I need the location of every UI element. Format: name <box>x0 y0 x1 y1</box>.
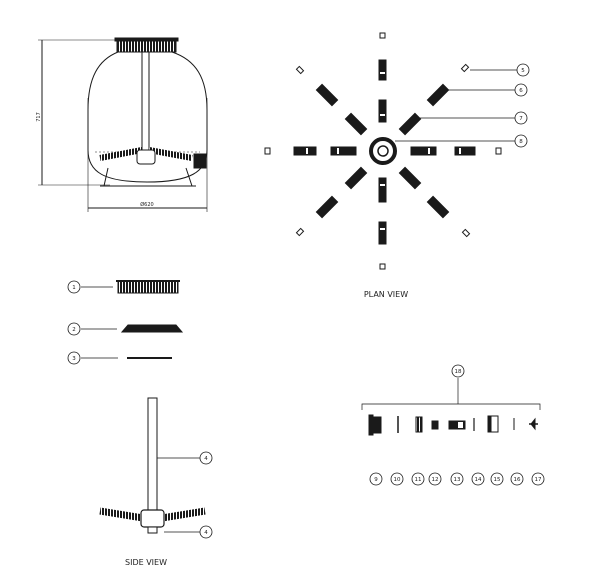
tank-base <box>103 167 193 187</box>
part-12 <box>431 420 439 430</box>
width-dimension-text: Ø620 <box>140 201 153 208</box>
height-dimension-text: 717 <box>36 112 42 122</box>
callout-4a-text: 4 <box>204 456 208 462</box>
callout-1-text: 1 <box>72 285 76 291</box>
side-lateral-left <box>99 507 144 522</box>
callout-3 <box>67 351 81 365</box>
callout-4a <box>199 451 213 465</box>
plan-lateral <box>378 177 387 203</box>
callout-17-text: 17 <box>535 477 542 483</box>
part-11 <box>415 416 423 433</box>
side-valve <box>193 153 207 169</box>
callout-6 <box>514 83 528 97</box>
plan-tip <box>379 263 386 270</box>
callout-1 <box>67 280 81 294</box>
callout-13-text: 13 <box>454 477 461 483</box>
callout-16-text: 16 <box>514 477 521 483</box>
callout-11-text: 11 <box>415 477 422 483</box>
callout-2-text: 2 <box>72 327 76 333</box>
plan-tip <box>461 228 471 238</box>
plan-hub <box>369 137 397 165</box>
side-lateral-right <box>161 507 206 522</box>
bracket-18 <box>361 403 541 410</box>
plan-lateral <box>398 166 422 190</box>
plan-tip <box>495 147 502 155</box>
plan-lateral <box>410 146 437 156</box>
callout-6-text: 6 <box>519 88 523 94</box>
plan-lateral <box>330 146 357 156</box>
filter-tank <box>38 37 208 212</box>
callout-17 <box>531 472 545 486</box>
callout-10-text: 10 <box>394 477 401 483</box>
callout-14 <box>471 472 485 486</box>
tank-center-pipe <box>141 51 150 153</box>
plan-tip <box>264 147 271 155</box>
callout-16 <box>510 472 524 486</box>
callout-2 <box>67 322 81 336</box>
callout-12-text: 12 <box>432 477 439 483</box>
callout-3-text: 3 <box>72 356 76 362</box>
callout-9 <box>369 472 383 486</box>
callout-7 <box>514 111 528 125</box>
part-9 <box>372 416 382 434</box>
callout-18-text: 18 <box>455 369 462 375</box>
callout-4b-text: 4 <box>204 530 208 536</box>
callout-13 <box>450 472 464 486</box>
plan-tip <box>460 63 470 73</box>
parts-1-3 <box>81 280 184 359</box>
callout-12 <box>428 472 442 486</box>
part-2-lid <box>120 324 184 333</box>
callout-9-text: 9 <box>374 477 378 483</box>
side-hub <box>140 509 165 528</box>
side-view-label: SIDE VIEW <box>125 558 167 567</box>
plan-lateral <box>293 146 317 156</box>
plan-lateral <box>344 112 368 136</box>
callout-8-text: 8 <box>519 139 523 145</box>
plan-lateral <box>315 83 339 107</box>
callout-8 <box>514 134 528 148</box>
plan-tip <box>379 32 386 39</box>
callout-15-text: 15 <box>494 477 501 483</box>
plan-lateral <box>426 195 450 219</box>
callout-15 <box>490 472 504 486</box>
plan-lateral <box>398 112 422 136</box>
plan-lateral <box>378 221 387 245</box>
plan-tip <box>295 227 305 237</box>
plan-view-diagram <box>264 32 517 270</box>
callout-18 <box>451 364 465 378</box>
callout-14-text: 14 <box>475 477 482 483</box>
plan-lateral <box>426 83 450 107</box>
plan-lateral <box>378 59 387 81</box>
plan-lateral <box>378 99 387 123</box>
plan-view-label: PLAN VIEW <box>364 290 408 299</box>
parts-9-17 <box>361 378 541 436</box>
plan-lateral <box>315 195 339 219</box>
callout-7-text: 7 <box>519 116 523 122</box>
plan-tip <box>295 65 305 75</box>
tank-lid <box>116 39 177 53</box>
callout-5 <box>516 63 530 77</box>
tank-body <box>87 51 208 183</box>
part-13 <box>448 420 466 430</box>
plan-lateral <box>454 146 476 156</box>
callout-10 <box>390 472 404 486</box>
part-1-lid-ring <box>117 280 179 294</box>
plan-lateral <box>344 166 368 190</box>
callout-5-text: 5 <box>521 68 525 74</box>
callout-4b <box>199 525 213 539</box>
side-view-diagram <box>99 397 206 534</box>
callout-11 <box>411 472 425 486</box>
side-center-pipe <box>147 397 158 512</box>
